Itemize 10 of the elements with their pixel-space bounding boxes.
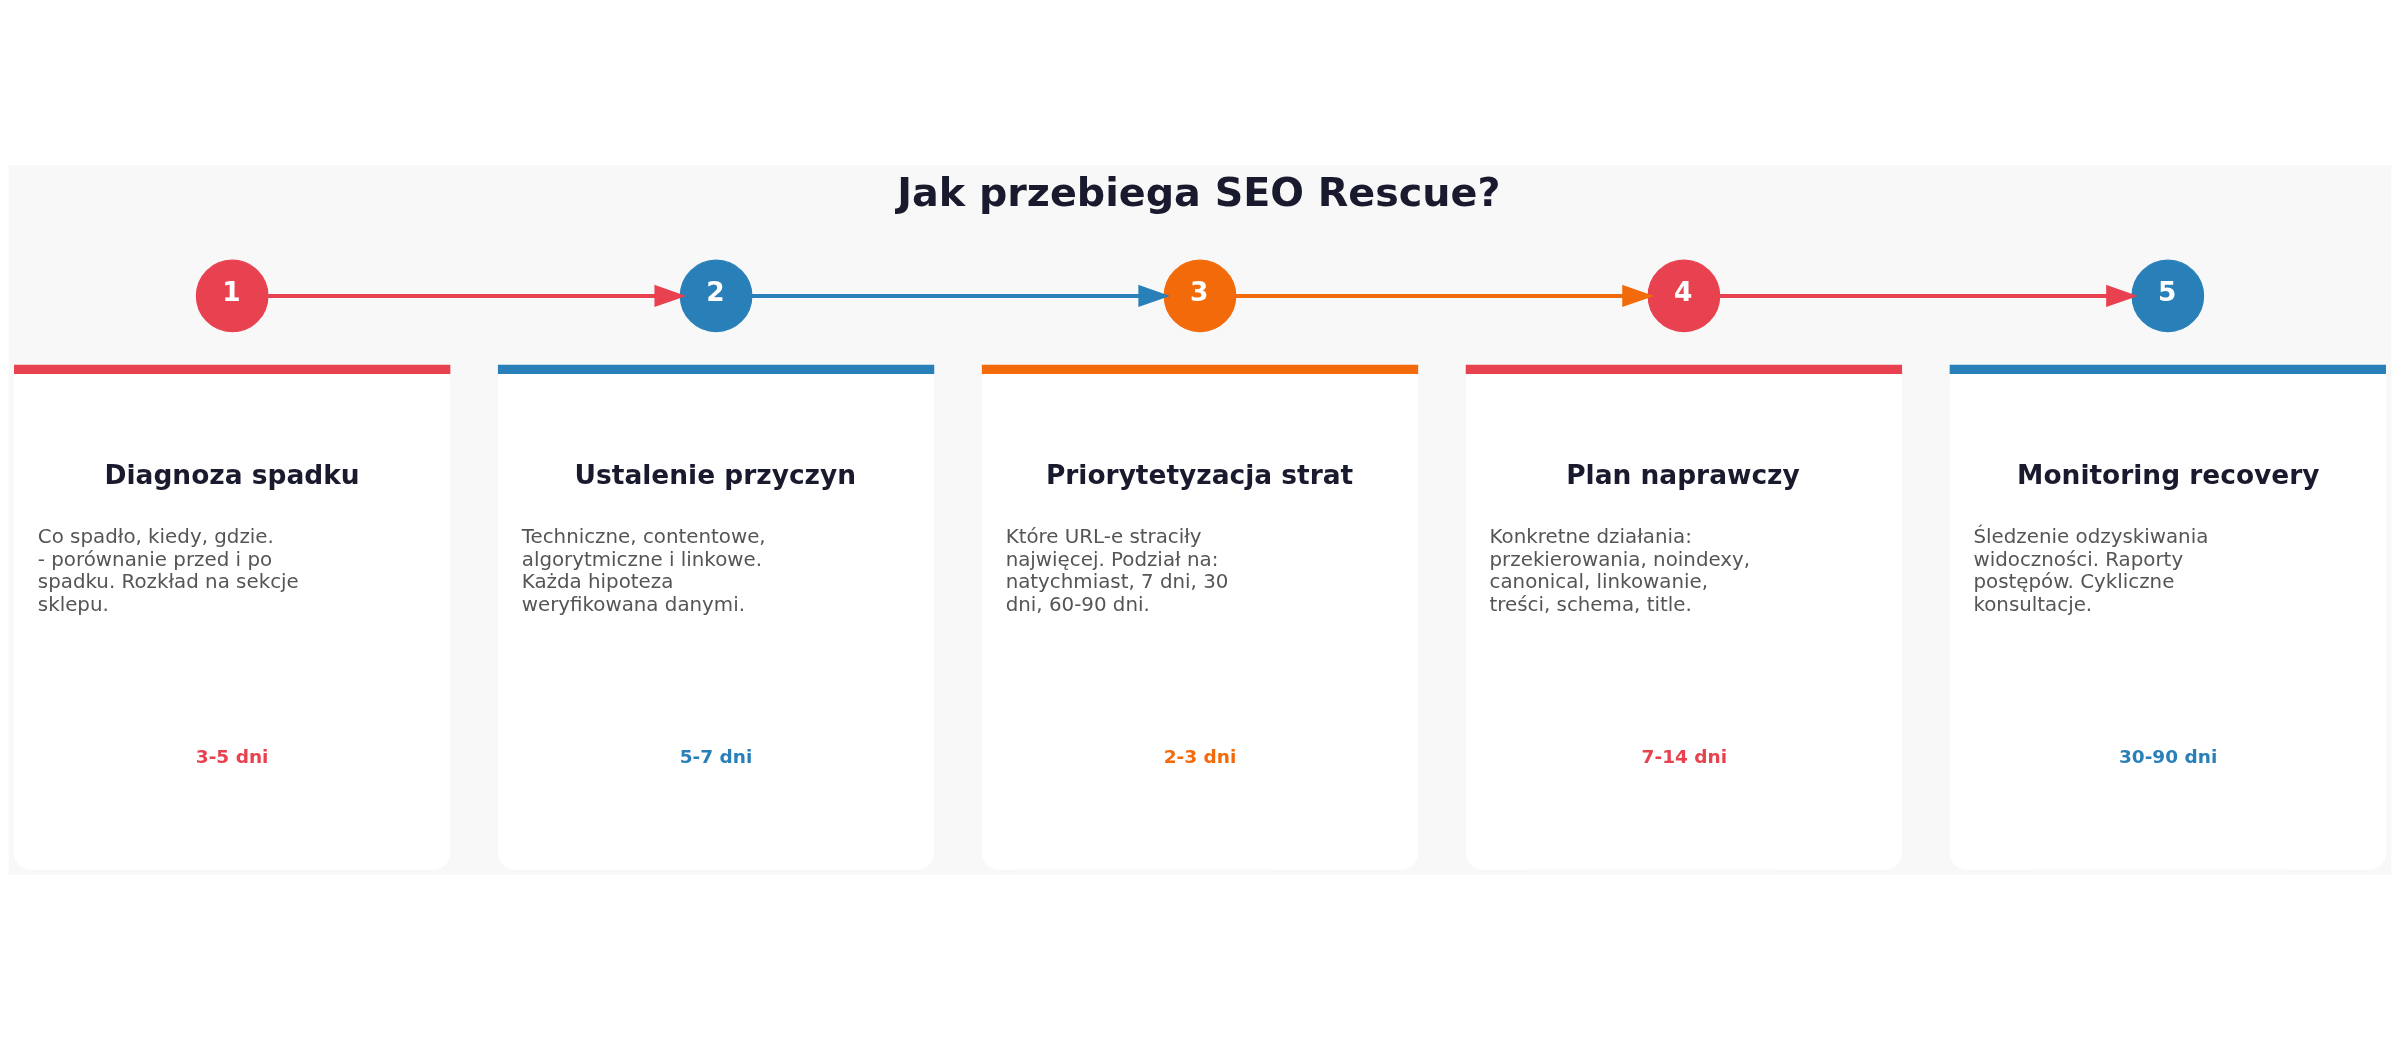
node-circle: 1 [195, 259, 269, 333]
diagram-title: Jak przebiega SEO Rescue? [897, 168, 1501, 215]
arrow [1719, 284, 2138, 307]
arrow [1235, 284, 1655, 307]
arrow [268, 284, 687, 307]
arrow [752, 284, 1171, 307]
node-circle: 3 [1163, 259, 1237, 333]
node-circle: 4 [1647, 259, 1721, 333]
node-circle: 2 [679, 259, 753, 333]
node-circle: 5 [2131, 259, 2205, 333]
